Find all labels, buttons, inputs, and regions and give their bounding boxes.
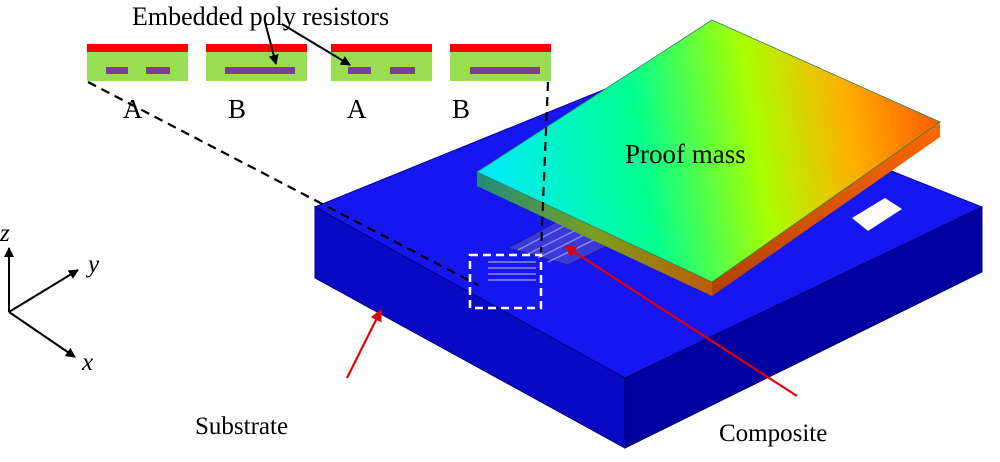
cavity-opening: [852, 198, 902, 231]
embedded-poly-resistors-label: Embedded poly resistors: [132, 2, 390, 31]
substrate-label: Substrate: [195, 413, 289, 440]
section-label-b2: B: [452, 94, 471, 124]
proof-mass-label: Proof mass: [625, 139, 746, 169]
x-axis-label: x: [82, 349, 94, 376]
zoom-resistor-lines: [488, 261, 536, 281]
proof-mass: [476, 19, 941, 296]
cavity-right-gap: [920, 158, 952, 178]
z-axis-label: z: [0, 220, 10, 247]
composite-arrow: [564, 245, 798, 397]
red-callout-arrows: [346, 245, 798, 397]
composite-label: Composite: [719, 420, 828, 447]
substrate-arrow: [346, 309, 382, 379]
y-axis-label: y: [88, 251, 100, 278]
x-axis: [8, 311, 76, 358]
cross-section-1: [87, 44, 188, 81]
cross-section-4: [450, 44, 551, 81]
substrate-right-face: [624, 206, 983, 449]
y-axis: [8, 269, 79, 313]
proof-mass-top-face: [476, 19, 941, 283]
zoom-lines: [87, 81, 550, 286]
coordinate-axes: [3, 247, 79, 358]
proof-mass-front-face: [477, 172, 712, 296]
cross-section-2: [206, 44, 307, 81]
proof-mass-right-face: [712, 122, 940, 296]
title-pointer-arrows: [264, 21, 351, 66]
section-label-b1: B: [228, 94, 247, 124]
section-label-a1: A: [123, 94, 143, 124]
zoom-region-box: [468, 253, 543, 310]
section-label-a2: A: [347, 94, 367, 124]
